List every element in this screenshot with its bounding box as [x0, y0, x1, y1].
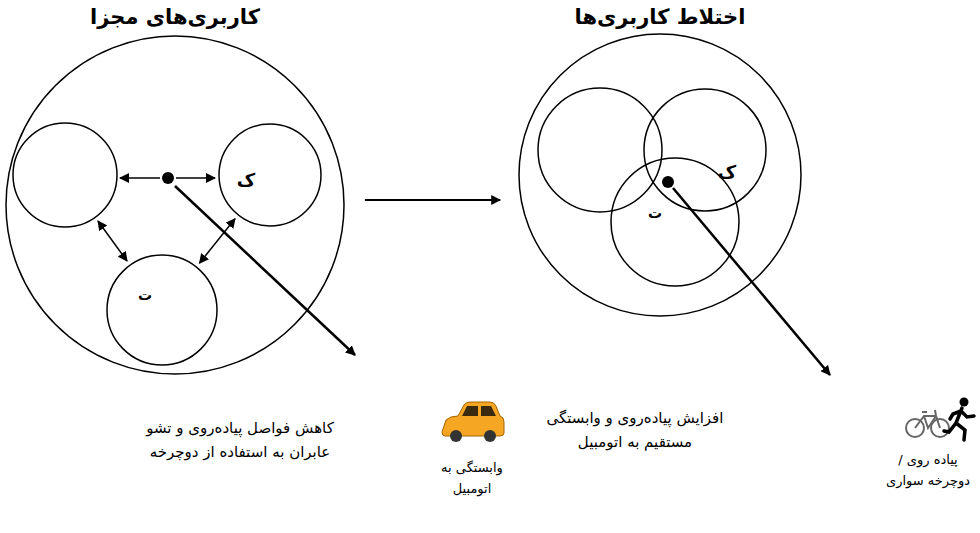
note-text: پیاده روی /دوچرخه سواری [880, 450, 976, 492]
circle-outline [107, 255, 217, 365]
note-text: وابستگی به اتومبیل [437, 458, 508, 500]
circle-outline [5, 35, 345, 375]
circle-outline [106, 254, 218, 366]
circle-outline [219, 124, 321, 226]
car-icon [442, 402, 504, 442]
circle-outline [218, 123, 322, 227]
land-use-area: کاربری‌های مجزاکت [5, 35, 345, 375]
circle-outline [518, 33, 802, 317]
bicycle-frame [915, 410, 940, 428]
zone-letter: ک [718, 161, 736, 183]
land-use-circle: ت [106, 254, 218, 366]
leader-arrow [175, 186, 355, 355]
panel-title: کاربری‌های مجزا [90, 5, 260, 30]
connector-arrow [199, 219, 235, 263]
zone-letter: ت [648, 205, 662, 222]
circle-outline [644, 89, 766, 211]
distance-arrow [176, 177, 215, 179]
distance-arrow [120, 177, 160, 179]
runner-body [944, 408, 974, 440]
land-use-area: اختلاط کاربری‌هاکت [518, 33, 802, 317]
runner-icon [944, 398, 974, 441]
panel-title: اختلاط کاربری‌ها [575, 5, 746, 30]
circle-outline [6, 36, 344, 374]
car-wheel [484, 430, 496, 442]
bicycle-icon [906, 410, 949, 437]
car-body [442, 402, 504, 436]
runner-head [960, 398, 969, 407]
distance-arrow [98, 221, 127, 261]
zone-letter: ت [138, 287, 152, 304]
connector-arrow [365, 199, 500, 201]
land-use-circle: ک [218, 123, 322, 227]
note-text: کاهش فواصل پیاده‌روی و تشو عابران به است… [135, 416, 345, 464]
zone-letter: ک [237, 169, 255, 191]
circle-outline [519, 34, 801, 316]
note-text: افزایش پیاده‌روی و وابستگی مستقیم به اتو… [535, 406, 735, 454]
circle-outline [611, 158, 739, 286]
car-window [481, 406, 496, 416]
circle-outline [643, 88, 767, 212]
land-use-circle [13, 123, 117, 227]
car-wheel [450, 430, 462, 442]
center-dot [162, 172, 174, 184]
center-dot [662, 176, 674, 188]
car-window [462, 406, 478, 416]
land-use-circle: ک [643, 88, 767, 212]
